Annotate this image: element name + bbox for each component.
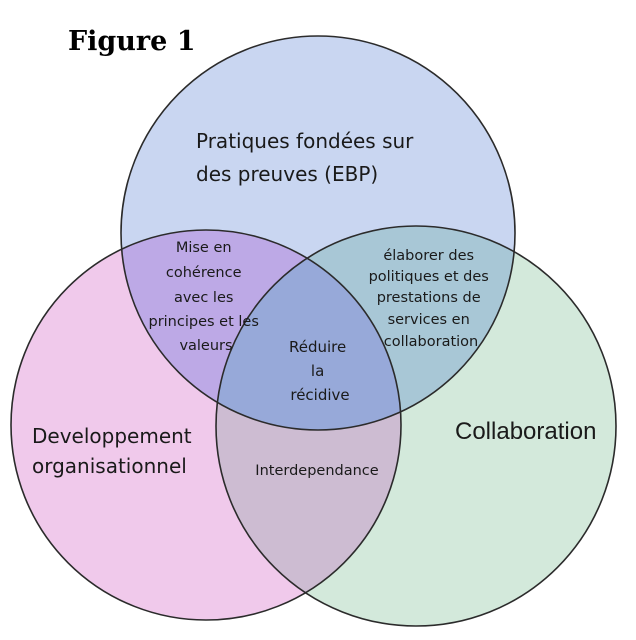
org-circle-outline xyxy=(10,229,402,621)
org-label: Developpement organisationnel xyxy=(32,424,198,478)
ebp-circle-outline xyxy=(120,35,516,431)
center-label-line: la xyxy=(311,362,324,380)
ebp-collab-label-line: services en xyxy=(388,312,470,328)
ebp-collab-label-line: élaborer des xyxy=(383,248,474,264)
ebp-org-label-line: avec les xyxy=(174,290,233,306)
center-label-line: Réduire xyxy=(289,338,346,356)
figure-title: Figure 1 xyxy=(68,26,196,57)
ebp-collab-label-line: politiques et des xyxy=(369,269,489,285)
collab-label-line: Collaboration xyxy=(455,418,596,445)
ebp-label-line: des preuves (EBP) xyxy=(196,162,378,186)
ebp-collab-label-line: prestations de xyxy=(377,290,481,306)
ebp-label: Pratiques fondées sur des preuves (EBP) xyxy=(196,129,420,186)
center-overlap xyxy=(216,230,401,430)
ebp-org-label-line: valeurs xyxy=(179,338,232,354)
collab-label: Collaboration xyxy=(455,418,596,445)
ebp-org-label-line: principes et les xyxy=(148,314,258,330)
ebp-org-label-line: Mise en xyxy=(176,240,232,256)
org-collab-label: Interdependance xyxy=(255,463,378,479)
center-label-line: récidive xyxy=(290,386,349,404)
ebp-collab-label-line: collaboration xyxy=(384,334,478,350)
ebp-org-label-line: cohérence xyxy=(166,265,242,281)
ebp-label-line: Pratiques fondées sur xyxy=(196,129,414,153)
ebp-org-label: Mise en cohérence avec les principes et … xyxy=(148,240,263,354)
org-label-line: Developpement xyxy=(32,424,192,448)
org-label-line: organisationnel xyxy=(32,454,187,478)
org-collab-label-line: Interdependance xyxy=(255,463,378,479)
collab-circle-outline xyxy=(215,225,617,627)
center-label: Réduire la récidive xyxy=(289,338,351,404)
ebp-collab-label: élaborer des politiques et des prestatio… xyxy=(369,248,494,350)
